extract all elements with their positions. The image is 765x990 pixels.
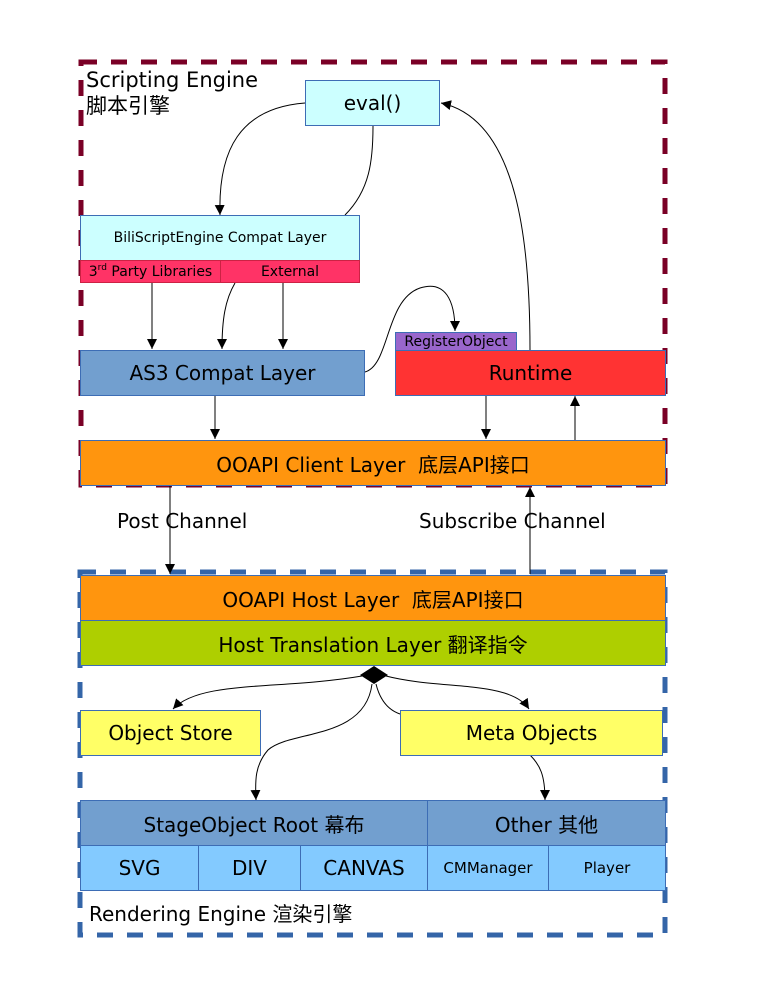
player-box[interactable]: Player [548,845,666,891]
arrow-runtime-to-eval [440,100,531,351]
line-compat-to-eval [344,125,374,216]
arrow-hub-to-stage-root [250,683,373,801]
ooapi-host-label: OOAPI Host Layer 底层API接口 [222,587,524,612]
arrow-meta-to-other [529,754,550,801]
host-translation-label: Host Translation Layer 翻译指令 [218,632,528,657]
line-hub-to-meta-left [375,683,401,715]
diamond-hub-icon [360,666,388,684]
svg-box[interactable]: SVG [80,845,199,891]
arrow-hub-to-meta-objects [385,675,530,710]
external-label: External [260,263,320,280]
third-party-sup: rd [97,262,107,273]
external-box[interactable]: External [220,260,360,283]
player-label: Player [583,859,631,877]
as3-compat-label: AS3 Compat Layer [129,361,316,385]
bili-compat-layer[interactable]: BiliScriptEngine Compat Layer [80,215,360,261]
eval-label: eval() [343,91,402,115]
meta-objects-label: Meta Objects [465,721,598,745]
meta-objects-box[interactable]: Meta Objects [400,710,663,756]
host-translation-layer[interactable]: Host Translation Layer 翻译指令 [80,620,666,666]
scripting-engine-title-zh: 脚本引擎 [86,94,170,118]
runtime-box[interactable]: Runtime [395,350,666,396]
subscribe-channel-label: Subscribe Channel [419,509,606,533]
arrow-as3-to-register [364,285,460,373]
svg-label: SVG [118,856,161,880]
ooapi-client-label: OOAPI Client Layer 底层API接口 [216,452,530,477]
register-object-tab[interactable]: RegisterObject [395,332,517,351]
arrow-eval-to-compat [214,102,306,216]
cmmanager-label: CMManager [443,859,533,877]
bili-compat-label: BiliScriptEngine Compat Layer [113,230,327,246]
other-box[interactable]: Other 其他 [427,800,666,846]
div-box[interactable]: DIV [198,845,301,891]
post-channel-label: Post Channel [117,509,248,533]
cmmanager-box[interactable]: CMManager [427,845,549,891]
ooapi-client-layer[interactable]: OOAPI Client Layer 底层API接口 [80,440,666,486]
ooapi-host-layer[interactable]: OOAPI Host Layer 底层API接口 [80,575,666,621]
scripting-engine-title: Scripting Engine 脚本引擎 [86,67,258,119]
third-party-num: 3 [88,263,98,280]
third-party-rest: Party Libraries [106,263,213,280]
other-label: Other 其他 [494,812,599,837]
stage-root-label: StageObject Root 幕布 [143,812,365,837]
object-store-label: Object Store [108,721,233,745]
div-label: DIV [232,856,267,880]
canvas-label: CANVAS [323,856,405,880]
object-store-box[interactable]: Object Store [80,710,261,756]
arrow-hub-to-object-store [172,675,363,710]
as3-compat-layer[interactable]: AS3 Compat Layer [80,350,365,396]
scripting-engine-title-en: Scripting Engine [86,68,259,92]
third-party-label: 3rd Party Libraries [88,262,213,280]
stage-object-root[interactable]: StageObject Root 幕布 [80,800,428,846]
eval-box[interactable]: eval() [305,80,440,126]
third-party-libraries[interactable]: 3rd Party Libraries [80,260,221,283]
arrow-external-curve-to-as3 [217,282,236,350]
runtime-label: Runtime [488,361,573,385]
rendering-engine-title: Rendering Engine 渲染引擎 [89,902,353,926]
canvas-box[interactable]: CANVAS [300,845,428,891]
register-object-label: RegisterObject [404,333,508,350]
